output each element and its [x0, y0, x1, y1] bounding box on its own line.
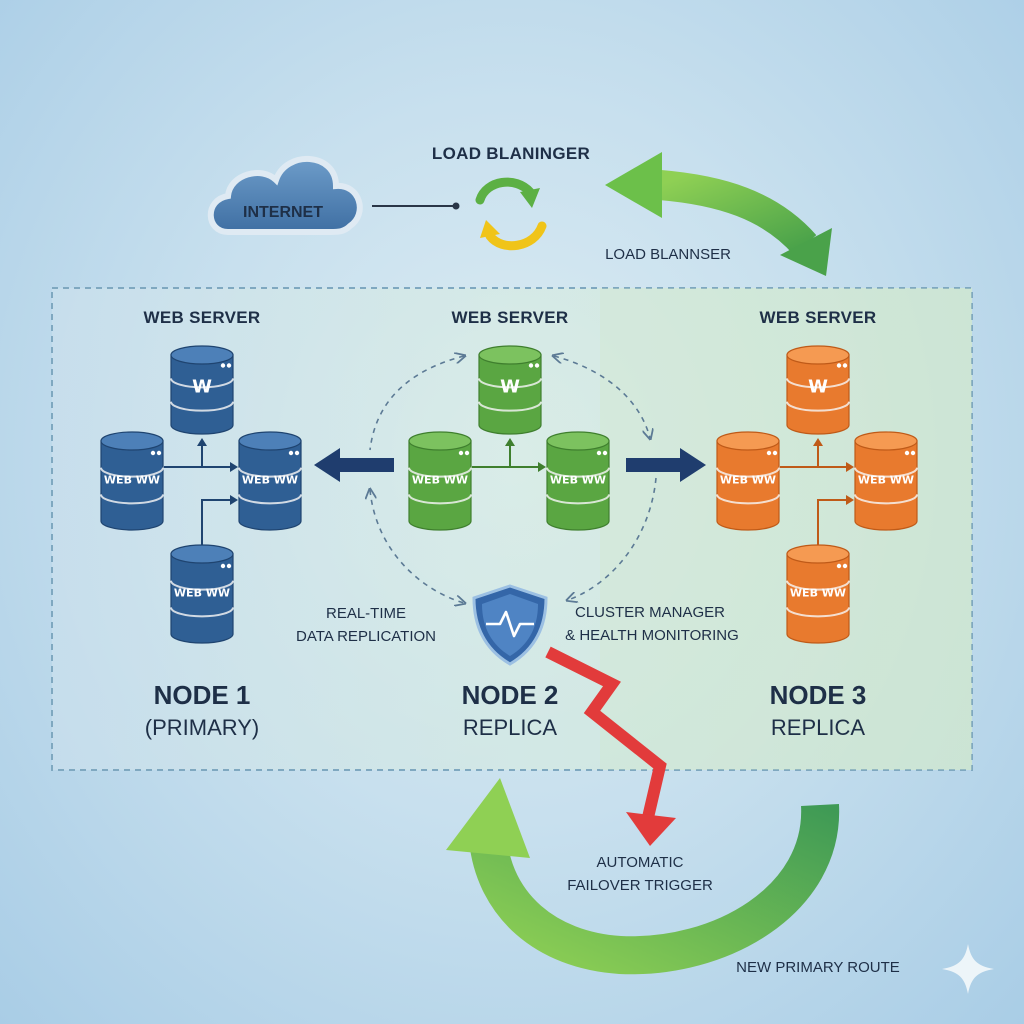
load-balancer-label: LOAD BLANNSER — [605, 246, 731, 263]
node-role: REPLICA — [463, 715, 557, 740]
node-1: WEB SERVER W WEB WW WEB WW WEB WW NODE 1 (PRIM… — [100, 308, 302, 740]
db-top: W — [170, 345, 234, 435]
refresh-icon — [475, 177, 547, 251]
nodes-layer: WEB SERVER W WEB WW WEB WW WEB WW NODE 1 (PRIM… — [100, 308, 918, 740]
node-name: NODE 2 — [462, 680, 559, 710]
replication-label-line1: REAL-TIME — [326, 605, 406, 622]
node-role: REPLICA — [771, 715, 865, 740]
node-name: NODE 1 — [154, 680, 251, 710]
server-glyph: WEB WW — [550, 474, 606, 487]
failover-line2: FAILOVER TRIGGER — [567, 877, 713, 894]
server-glyph: WEB WW — [790, 587, 846, 600]
node-server-label: WEB SERVER — [452, 308, 569, 327]
load-balancer-title: LOAD BLANINGER — [432, 144, 590, 163]
internet-label: INTERNET — [243, 204, 323, 221]
server-glyph: WEB WW — [858, 474, 914, 487]
internet-cloud: INTERNET — [207, 155, 363, 235]
lightning-arrow-icon — [545, 646, 676, 846]
server-glyph: WEB WW — [104, 474, 160, 487]
db-right: WEB WW — [854, 431, 918, 531]
cluster-manager-line1: CLUSTER MANAGER — [575, 604, 725, 621]
replication-arrow-left — [314, 448, 394, 482]
db-left: WEB WW — [408, 431, 472, 531]
node-role: (PRIMARY) — [145, 715, 260, 740]
replication-cycle — [370, 356, 657, 603]
node-server-label: WEB SERVER — [760, 308, 877, 327]
db-top: W — [786, 345, 850, 435]
cloud-icon — [207, 155, 363, 235]
db-top: W — [478, 345, 542, 435]
new-primary-route-arrow — [446, 778, 840, 975]
node-server-label: WEB SERVER — [144, 308, 261, 327]
server-glyph: W — [808, 376, 828, 397]
server-glyph: WEB WW — [412, 474, 468, 487]
node-2: WEB SERVER W WEB WW WEB WW NODE 2 REPLICA — [408, 308, 610, 740]
db-bottom: WEB WW — [786, 544, 850, 644]
node-name: NODE 3 — [770, 680, 867, 710]
sparkle-icon — [942, 944, 994, 994]
internet-link-dot — [452, 202, 460, 210]
db-left: WEB WW — [100, 431, 164, 531]
failover-line1: AUTOMATIC — [597, 854, 684, 871]
db-right: WEB WW — [546, 431, 610, 531]
db-left: WEB WW — [716, 431, 780, 531]
new-primary-route-label: NEW PRIMARY ROUTE — [736, 959, 900, 976]
cluster-manager-line2: & HEALTH MONITORING — [565, 627, 739, 644]
replication-arrow-right — [626, 448, 706, 482]
shield-heartbeat-icon — [472, 584, 548, 666]
db-bottom: WEB WW — [170, 544, 234, 644]
replication-label-line2: DATA REPLICATION — [296, 628, 436, 645]
db-right: WEB WW — [238, 431, 302, 531]
server-glyph: WEB WW — [242, 474, 298, 487]
load-balancer-route-arrow — [605, 152, 832, 276]
cluster-container-right-tint — [600, 288, 972, 770]
server-glyph: W — [192, 376, 212, 397]
node-3: WEB SERVER W WEB WW WEB WW WEB WW NODE 3 REPLI… — [716, 308, 918, 740]
server-glyph: W — [500, 376, 520, 397]
server-glyph: WEB WW — [720, 474, 776, 487]
server-glyph: WEB WW — [174, 587, 230, 600]
